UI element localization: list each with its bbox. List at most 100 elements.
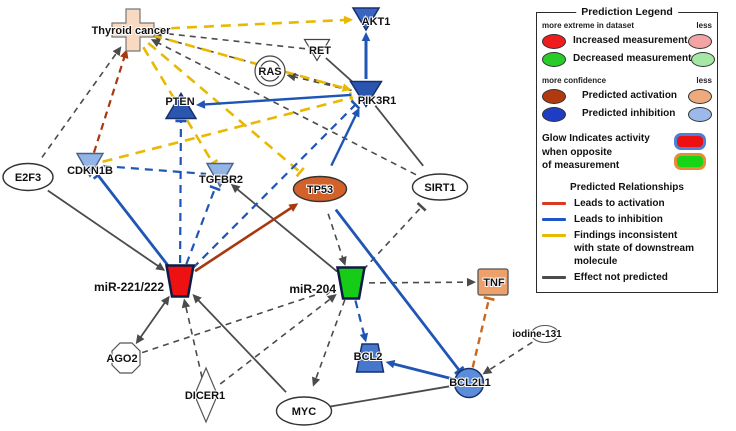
edge-dicer1-mir221 xyxy=(184,305,203,378)
glow-pills xyxy=(674,132,712,173)
increased-label: Increased measurement xyxy=(573,34,688,46)
edge-bcl2l1-tnf xyxy=(471,298,491,368)
node-mir204[interactable] xyxy=(336,266,366,300)
edge-e2f3-thyroid xyxy=(41,51,118,158)
edge-tp53-bcl2l1 xyxy=(334,208,461,372)
edge-bcl2l1-bcl2 xyxy=(391,362,454,381)
not-predicted-line-swatch xyxy=(542,276,566,279)
node-label-tnf: TNF xyxy=(483,277,505,289)
inhibition-row: Predicted inhibition xyxy=(542,106,712,122)
node-tgfbr2[interactable] xyxy=(205,162,235,188)
inhibition-bar xyxy=(454,365,465,375)
node-myc[interactable] xyxy=(275,396,333,426)
edge-sirt1-thyroid xyxy=(156,41,417,176)
node-tp53[interactable] xyxy=(292,175,348,203)
edge-thyroid-akt1 xyxy=(152,18,347,31)
activation-more-swatch xyxy=(542,88,566,104)
node-akt1[interactable] xyxy=(351,7,381,32)
arrowhead xyxy=(192,294,202,304)
arrowhead xyxy=(385,359,396,369)
arrowhead xyxy=(482,365,493,375)
edge-myc-bcl2l1 xyxy=(329,384,454,408)
node-bcl2l1[interactable] xyxy=(453,367,485,399)
node-label-mir221: miR-221/222 xyxy=(94,280,164,294)
glow-section: Glow Indicates activity when opposite of… xyxy=(542,132,712,173)
node-bcl2[interactable] xyxy=(355,343,385,373)
edge-mir204-myc xyxy=(314,299,346,381)
arrowhead xyxy=(341,83,352,92)
rel-activation-row: Leads to activation xyxy=(542,197,712,210)
inconsistent-line-swatch xyxy=(542,234,566,237)
inhibition-label: Predicted inhibition xyxy=(582,107,676,119)
legend-title: Prediction Legend xyxy=(576,6,678,20)
edge-mir204-tnf xyxy=(368,281,470,284)
node-thyroid[interactable] xyxy=(111,8,155,52)
node-label-dicer1: DICER1 xyxy=(185,390,225,402)
node-label-thyroid: Thyroid cancer xyxy=(92,25,172,37)
arrowhead xyxy=(286,72,297,82)
arrowhead xyxy=(338,256,347,266)
node-label-iodine131: iodine-131 xyxy=(512,329,562,340)
confidence-header-row: more confidence less xyxy=(542,76,712,86)
node-e2f3[interactable] xyxy=(2,162,54,192)
arrowhead xyxy=(361,32,371,41)
less-label-1: less xyxy=(696,21,712,30)
less-label-2: less xyxy=(696,76,712,85)
edge-myc-mir221 xyxy=(196,298,287,393)
node-label-pik3r1: PIK3R1 xyxy=(358,95,397,107)
node-cdkn1b[interactable] xyxy=(75,152,105,178)
edge-dicer1-mir204 xyxy=(219,297,332,385)
arrowhead xyxy=(324,287,334,296)
decreased-row: Decreased measurement xyxy=(542,51,716,67)
rel-inconsistent-row: Findings inconsistent with state of down… xyxy=(542,229,712,268)
node-mir221[interactable] xyxy=(165,264,195,298)
edge-cdkn1b-thyroid xyxy=(92,55,126,153)
node-label-bcl2: BCL2 xyxy=(354,351,383,363)
node-pik3r1[interactable] xyxy=(349,80,383,108)
node-dicer1[interactable] xyxy=(193,366,219,424)
node-ago2[interactable] xyxy=(111,342,141,374)
node-ret[interactable] xyxy=(303,38,331,62)
edge-ago2-mir221 xyxy=(139,300,167,339)
glow-pill-increased xyxy=(674,133,706,150)
rel-activation-label: Leads to activation xyxy=(574,198,665,209)
node-ras[interactable] xyxy=(254,55,286,87)
increased-row: Increased measurement xyxy=(542,33,712,49)
activation-less-swatch xyxy=(688,88,712,104)
arrowhead xyxy=(160,295,170,306)
edge-mir221-tgfbr2 xyxy=(185,187,217,265)
decreased-label: Decreased measurement xyxy=(573,52,692,64)
edge-tp53-pik3r1 xyxy=(330,113,358,167)
edge-cdkn1b-pik3r1 xyxy=(102,96,352,164)
arrowhead xyxy=(327,294,337,303)
glow-text: Glow Indicates activity when opposite of… xyxy=(542,133,650,171)
node-tnf[interactable] xyxy=(477,268,509,296)
edge-pik3r1-sirt1 xyxy=(374,105,424,167)
increased-more-swatch xyxy=(542,33,566,49)
node-label-sirt1: SIRT1 xyxy=(424,182,455,194)
rel-not-predicted-row: Effect not predicted xyxy=(542,271,712,284)
arrowhead xyxy=(466,277,477,287)
node-label-cdkn1b: CDKN1B xyxy=(67,165,113,177)
edge-mir204-sirt1 xyxy=(362,206,423,271)
edge-tp53-mir204 xyxy=(327,213,344,260)
node-label-bcl2l1: BCL2L1 xyxy=(449,377,491,389)
edge-mir221-tp53 xyxy=(194,206,294,273)
rel-inconsistent-label: Findings inconsistent with state of down… xyxy=(574,230,695,267)
decreased-more-swatch xyxy=(542,51,566,67)
activation-label: Predicted activation xyxy=(582,89,678,101)
node-label-myc: MYC xyxy=(292,406,317,418)
inhibition-bar xyxy=(209,184,221,192)
edge-pik3r1-ras xyxy=(293,75,352,92)
node-label-tgfbr2: TGFBR2 xyxy=(199,174,243,186)
node-pten[interactable] xyxy=(164,92,198,120)
inhibition-bar xyxy=(295,167,305,178)
increased-less-swatch xyxy=(688,33,712,49)
rel-inhibition-label: Leads to inhibition xyxy=(574,214,663,225)
edge-ret-pik3r1 xyxy=(325,57,356,85)
extreme-header-row: more extreme in dataset less xyxy=(542,21,712,31)
node-label-pten: PTEN xyxy=(165,96,194,108)
node-iodine131[interactable] xyxy=(530,324,560,344)
node-sirt1[interactable] xyxy=(411,173,469,201)
